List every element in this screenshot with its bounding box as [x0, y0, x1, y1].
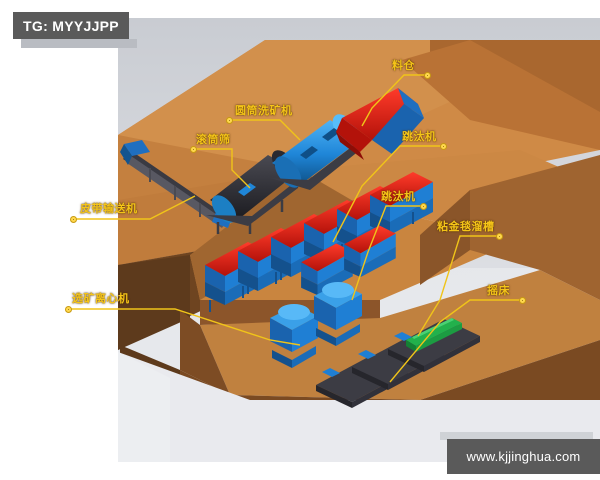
- watermark-shadow: [440, 432, 593, 440]
- label-dot-trommel-screen: [190, 146, 197, 153]
- label-dot-ore-centrifuge: [65, 306, 72, 313]
- tg-badge: TG: MYYJJPP: [13, 12, 129, 39]
- centrifuge-machines: [270, 282, 362, 368]
- label-shaking-table: 摇床: [487, 284, 510, 297]
- tg-badge-shadow: [21, 39, 137, 48]
- label-jig-machine-2: 跳汰机: [381, 190, 416, 203]
- leader-lines: [68, 74, 522, 383]
- label-gold-carpet-sluice: 粘金毯溜槽: [437, 220, 495, 233]
- label-drum-washer: 圆筒洗矿机: [235, 104, 293, 117]
- label-dot-belt-conveyor: [70, 216, 77, 223]
- label-dot-hopper: [424, 72, 431, 79]
- label-dot-shaking-table: [519, 297, 526, 304]
- gold-carpet-sluice-machine: [406, 318, 462, 352]
- label-dot-gold-carpet-sluice: [496, 233, 503, 240]
- label-dot-jig-machine-1: [440, 143, 447, 150]
- label-hopper: 料仓: [392, 59, 415, 72]
- site-watermark: www.kjjinghua.com: [447, 439, 600, 474]
- label-dot-jig-machine-2: [420, 203, 427, 210]
- lower-jig-machines: [301, 225, 396, 296]
- label-belt-conveyor: 皮带输送机: [80, 202, 138, 215]
- label-dot-drum-washer: [226, 117, 233, 124]
- label-jig-machine-1: 跳汰机: [402, 130, 437, 143]
- label-ore-centrifuge: 选矿离心机: [72, 292, 130, 305]
- hopper-machine: [336, 88, 424, 160]
- belt-conveyor-machine: [120, 140, 232, 228]
- label-trommel-screen: 滚筒筛: [196, 133, 231, 146]
